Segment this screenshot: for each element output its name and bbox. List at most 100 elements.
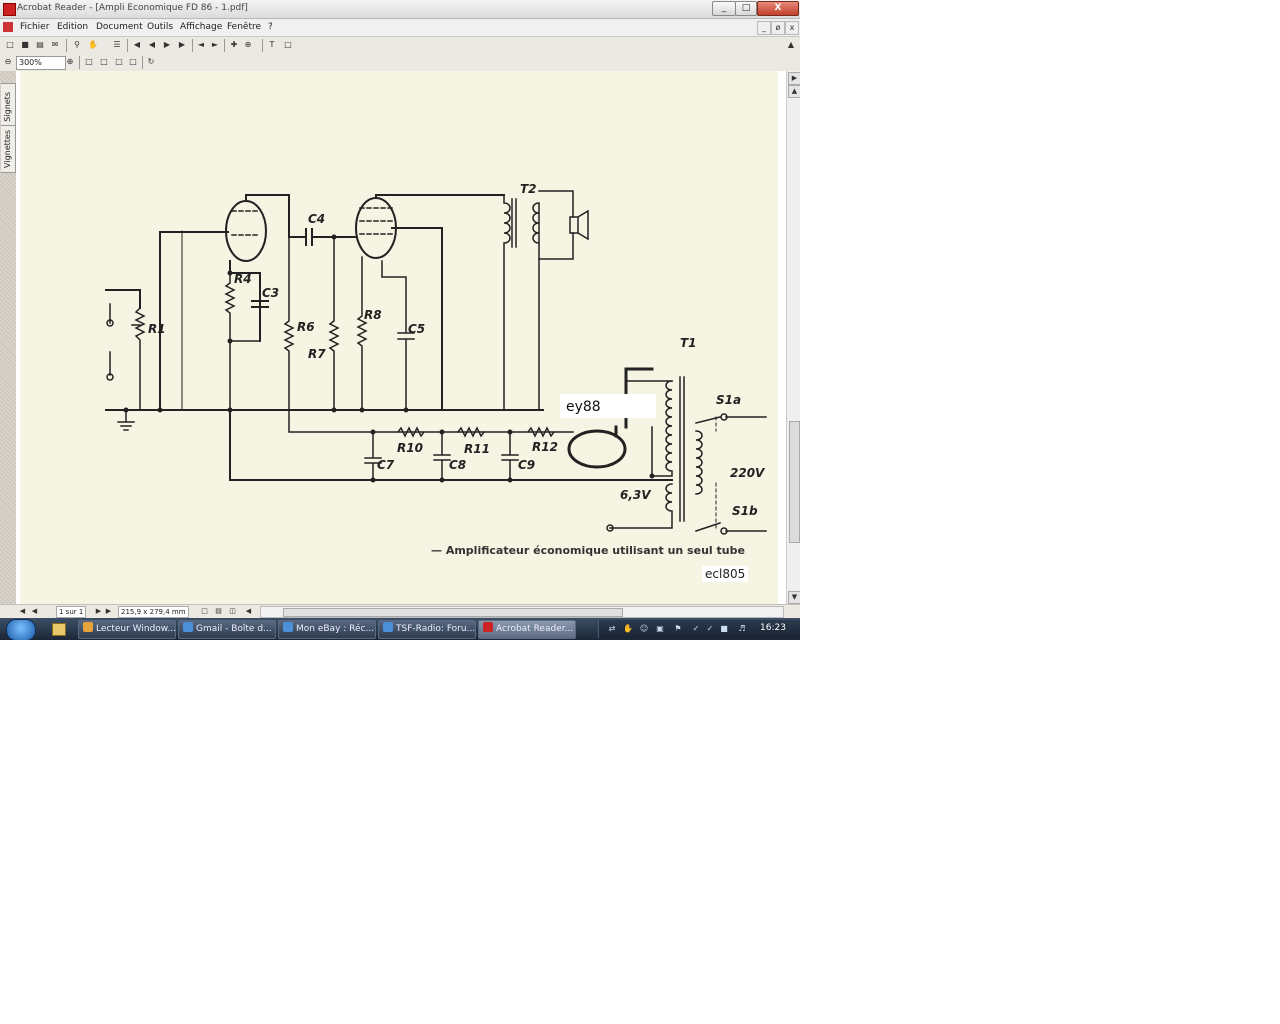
- next-page-icon[interactable]: ▶: [163, 40, 171, 49]
- last-page-icon[interactable]: ▶: [105, 607, 112, 615]
- zoom-in-icon[interactable]: ⊕: [66, 57, 74, 66]
- zoom-out-icon[interactable]: ⊖: [4, 57, 12, 66]
- toolbar-separator: [224, 39, 225, 52]
- prev-page-icon[interactable]: ◀: [31, 607, 38, 615]
- task-button[interactable]: TSF-Radio: Foru...: [378, 620, 476, 639]
- scroll-left-icon[interactable]: ◀: [245, 607, 252, 615]
- search-icon[interactable]: ⚲: [74, 40, 80, 49]
- open-icon[interactable]: □: [6, 40, 14, 49]
- page-number-field[interactable]: 1 sur 1: [56, 606, 87, 618]
- scroll-up-icon[interactable]: ▲: [788, 85, 800, 98]
- horizontal-scrollbar[interactable]: [260, 606, 784, 618]
- taskbar: Lecteur Window... Gmail - Boîte d... Mon…: [0, 618, 800, 640]
- acrobat-app-icon: [3, 3, 16, 16]
- navigation-pane: Signets Vignettes: [0, 71, 16, 618]
- start-button[interactable]: [6, 619, 36, 640]
- fit-width-icon[interactable]: □: [115, 57, 123, 66]
- horizontal-scroll-thumb[interactable]: [283, 608, 623, 617]
- menu-fenetre[interactable]: Fenêtre: [227, 22, 262, 32]
- figure-caption: — Amplificateur économique utilisant un …: [431, 544, 745, 557]
- menu-outils[interactable]: Outils: [147, 22, 174, 32]
- zoom-tool-icon[interactable]: ⊕: [244, 40, 252, 49]
- continuous-icon[interactable]: ▤: [215, 607, 222, 615]
- print-icon[interactable]: ▤: [36, 40, 44, 49]
- menu-help[interactable]: ?: [268, 22, 273, 32]
- last-page-icon[interactable]: ▶: [178, 40, 186, 49]
- task-button[interactable]: Mon eBay : Réc...: [278, 620, 376, 639]
- minimize-button[interactable]: _: [712, 1, 736, 16]
- folder-icon[interactable]: [52, 623, 66, 636]
- window-title: Acrobat Reader - [Ampli Economique FD 86…: [17, 3, 248, 13]
- hand-tool-icon[interactable]: ✋: [88, 40, 98, 49]
- tray-network-icon[interactable]: ⇄: [608, 624, 616, 633]
- scroll-down-icon[interactable]: ▼: [788, 591, 800, 604]
- task-button[interactable]: Lecteur Window...: [78, 620, 176, 639]
- tray-hand-icon[interactable]: ✋: [623, 624, 633, 633]
- page-size-field: 215,9 x 279,4 mm: [118, 606, 189, 618]
- toolbar-separator: [66, 39, 67, 52]
- next-page-icon[interactable]: ▶: [95, 607, 102, 615]
- label-r12: R12: [532, 440, 558, 454]
- scroll-right-icon[interactable]: ▶: [788, 72, 800, 85]
- tray-antivirus-icon[interactable]: ✓: [706, 624, 714, 633]
- task-label: Lecteur Window...: [96, 624, 176, 634]
- label-c8: C8: [449, 458, 466, 472]
- select-tool-icon[interactable]: ✚: [230, 40, 238, 49]
- adobe-logo-icon: ▲: [787, 40, 795, 49]
- task-label: TSF-Radio: Foru...: [396, 624, 476, 634]
- tray-lock-icon[interactable]: ■: [720, 624, 728, 633]
- label-ey88: ey88: [566, 399, 601, 415]
- menu-fichier[interactable]: Fichier: [20, 22, 50, 32]
- tray-monitor-icon[interactable]: ▣: [656, 624, 664, 633]
- menu-document[interactable]: Document: [96, 22, 143, 32]
- doc-minimize-button[interactable]: _: [757, 21, 771, 35]
- task-button[interactable]: Gmail - Boîte d...: [178, 620, 276, 639]
- label-r10: R10: [397, 441, 423, 455]
- label-c3: C3: [262, 286, 279, 300]
- tab-signets[interactable]: Signets: [1, 83, 16, 127]
- close-button[interactable]: X: [757, 1, 799, 16]
- menu-affichage[interactable]: Affichage: [180, 22, 223, 32]
- tray-messenger-icon[interactable]: ☺: [639, 624, 649, 633]
- graphics-select-icon[interactable]: □: [284, 40, 292, 49]
- fit-page-icon[interactable]: □: [100, 57, 108, 66]
- text-select-icon[interactable]: T: [269, 40, 275, 49]
- taskbar-clock[interactable]: 16:23: [760, 623, 786, 633]
- toolbar-separator: [142, 56, 143, 69]
- tab-vignettes-label: Vignettes: [3, 130, 12, 168]
- first-page-icon[interactable]: ◀: [133, 40, 141, 49]
- restore-button[interactable]: □: [735, 1, 757, 16]
- label-c9: C9: [518, 458, 535, 472]
- email-icon[interactable]: ✉: [51, 40, 59, 49]
- back-icon[interactable]: ◄: [197, 40, 205, 49]
- save-icon[interactable]: ■: [21, 40, 29, 49]
- task-label: Acrobat Reader...: [496, 624, 574, 634]
- toolbar-separator: [262, 39, 263, 52]
- tray-check-icon[interactable]: ✓: [692, 624, 700, 633]
- task-button[interactable]: Acrobat Reader...: [478, 620, 576, 639]
- document-view[interactable]: T2 C4 C3 R4 R1 R6 R7 R8 C5 T1 S1a 220V S…: [16, 71, 786, 604]
- prev-page-icon[interactable]: ◀: [148, 40, 156, 49]
- forward-icon[interactable]: ►: [211, 40, 219, 49]
- fit-visible-icon[interactable]: □: [129, 57, 137, 66]
- menu-edition[interactable]: Edition: [57, 22, 89, 32]
- rotate-icon[interactable]: ↻: [147, 57, 155, 66]
- label-c7: C7: [377, 458, 395, 472]
- label-6-3v: 6,3V: [620, 488, 652, 502]
- tray-volume-icon[interactable]: ♬: [738, 624, 746, 633]
- view-toolbar: ⊖ 300% ⊕ □ □ □ □ ↻: [0, 54, 800, 72]
- tray-flag-icon[interactable]: ⚑: [674, 624, 682, 633]
- vertical-scrollbar[interactable]: ▶ ▲ ▼: [786, 71, 800, 604]
- label-t2: T2: [520, 182, 537, 196]
- doc-restore-button[interactable]: ø: [771, 21, 785, 35]
- label-r1: R1: [148, 322, 166, 336]
- first-page-icon[interactable]: ◀: [19, 607, 26, 615]
- single-page-icon[interactable]: □: [201, 607, 208, 615]
- zoom-level-field[interactable]: 300%: [16, 56, 66, 70]
- actual-size-icon[interactable]: □: [85, 57, 93, 66]
- vertical-scroll-thumb[interactable]: [789, 421, 800, 543]
- tab-vignettes[interactable]: Vignettes: [1, 125, 16, 173]
- facing-icon[interactable]: ◫: [229, 607, 236, 615]
- panel-icon[interactable]: ☰: [113, 40, 121, 49]
- doc-close-button[interactable]: x: [785, 21, 799, 35]
